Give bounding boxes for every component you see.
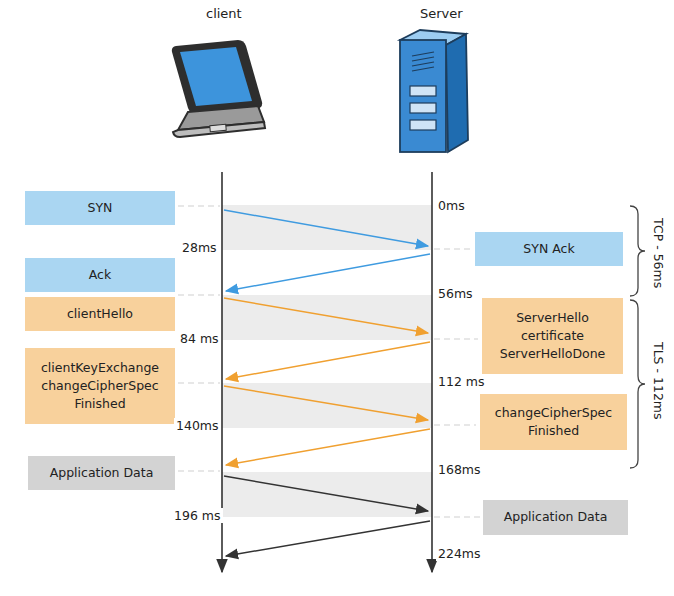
message-text: Application Data [504, 508, 608, 526]
time-label: 224ms [436, 546, 483, 561]
message-text: changeCipherSpec Finished [488, 404, 619, 440]
time-label: 0ms [436, 198, 467, 213]
message-text: clientHello [67, 305, 133, 323]
message-box: SYN [25, 191, 175, 225]
time-label: 112 ms [436, 374, 487, 389]
server-icon [400, 30, 468, 152]
time-band [222, 205, 432, 517]
time-label: 140ms [174, 418, 221, 433]
dashed-leader [178, 206, 480, 517]
message-text: Application Data [50, 464, 154, 482]
message-text: SYN Ack [523, 240, 574, 258]
time-label: 84 ms [178, 331, 221, 346]
message-text: clientKeyExchange changeCipherSpec Finis… [33, 359, 167, 413]
message-text: SYN [88, 199, 113, 217]
message-box: changeCipherSpec Finished [480, 394, 627, 450]
message-text: Ack [89, 266, 111, 284]
server-label: Server [418, 6, 465, 21]
message-box: Application Data [483, 500, 628, 535]
message-box: clientHello [25, 297, 175, 331]
message-arrow [224, 210, 430, 556]
client-label: client [204, 6, 244, 21]
message-box: Ack [25, 258, 175, 292]
bracket [630, 206, 645, 468]
time-label: 168ms [436, 462, 483, 477]
lifeline [222, 172, 432, 572]
message-text: ServerHello certificate ServerHelloDone [490, 309, 615, 363]
message-box: ServerHello certificate ServerHelloDone [482, 298, 623, 374]
message-box: clientKeyExchange changeCipherSpec Finis… [25, 348, 175, 424]
phase-label: TLS - 112ms [651, 340, 666, 422]
phase-label: TCP - 56ms [651, 216, 666, 290]
time-label: 56ms [436, 286, 475, 301]
time-label: 196 ms [172, 508, 223, 523]
time-label: 28ms [180, 240, 219, 255]
laptop-icon [172, 40, 265, 137]
message-box: SYN Ack [475, 232, 623, 266]
message-box: Application Data [28, 456, 175, 490]
